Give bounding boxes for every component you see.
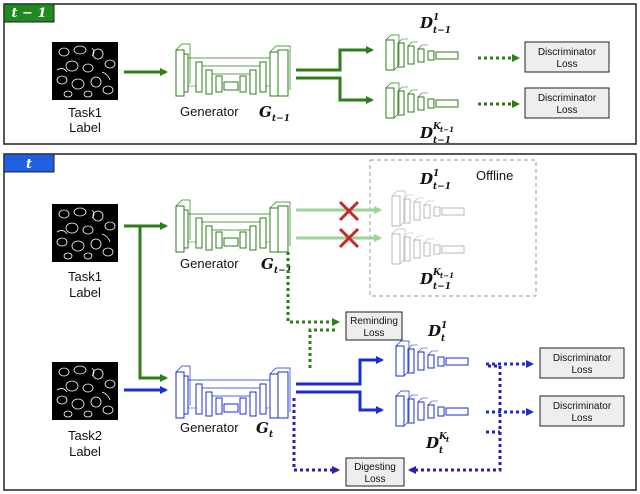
offline-disc1-sup: 1 (433, 169, 439, 179)
top-disc-loss-1-text2: Loss (556, 59, 577, 70)
top-generator (175, 43, 291, 97)
bottom-disc-loss-1-box (539, 347, 625, 379)
offline-discK-sup: K (432, 268, 442, 278)
top-disc-loss-2-text: Discriminator (538, 93, 597, 104)
top-panel-tag (3, 3, 55, 23)
top-discK-symbol: D (419, 124, 433, 142)
new-gen-to-discK-arrow (296, 390, 384, 414)
top-disc-loss-1-box (524, 41, 610, 73)
offline-label: Offline (476, 168, 513, 183)
bottom-old-generator (175, 199, 291, 253)
bottom-new-generator-symbol: G (256, 419, 269, 437)
bottom-panel-tag (3, 153, 55, 173)
offline-discK-symbol: D (419, 270, 433, 288)
top-discK-sup-sub: t−1 (440, 125, 454, 134)
offline-discK-sup-sub: t−1 (440, 271, 454, 280)
task1-label-text: Task1 (68, 105, 102, 120)
top-disc1-sub: t−1 (433, 26, 451, 36)
new-gen-to-digesting-arrow (292, 398, 340, 474)
top-disc-loss-2-text2: Loss (556, 105, 577, 116)
offline-disc1-sub: t−1 (433, 182, 451, 192)
disabled-cross-icon-1 (338, 200, 360, 222)
bottom-panel-tag-text: t (26, 157, 32, 172)
top-disc-loss-1-text: Discriminator (538, 47, 597, 58)
top-discK-sub: t−1 (433, 136, 451, 146)
reminding-loss-text: Reminding (350, 316, 398, 327)
top-panel-frame (3, 3, 637, 145)
task1-label-image (51, 41, 119, 101)
offline-discriminator-K (391, 228, 465, 265)
bottom-old-generator-symbol: G (261, 255, 274, 273)
bottom-old-generator-sub: t−1 (274, 266, 292, 276)
bottom-disc-loss-2-box (539, 395, 625, 427)
reminding-loss-text2: Loss (363, 328, 384, 339)
top-discriminator-1 (385, 34, 459, 71)
top-panel-tag-text: t − 1 (12, 6, 47, 21)
bottom-task2-label-text: Task2 (68, 428, 102, 443)
new-disc1-symbol: D (427, 322, 441, 340)
bottom-old-generator-label: Generator (180, 256, 239, 271)
digesting-loss-box (345, 457, 405, 487)
digesting-loss-text: Digesting (354, 462, 396, 473)
offline-region (369, 159, 537, 297)
top-to-disc1-arrow (296, 46, 374, 72)
new-gen-to-disc1-arrow (296, 356, 384, 386)
top-disc-loss-2-box (524, 87, 610, 119)
new-discK-sup: K (438, 432, 448, 442)
bottom-disc-loss-2-text: Discriminator (553, 401, 612, 412)
bottom-task2-label-image (51, 361, 119, 421)
bottom-task1-label-text: Task1 (68, 269, 102, 284)
top-to-discK-arrow (296, 76, 374, 104)
bottom-task1-label-text2: Label (69, 285, 101, 300)
new-discriminator-K (395, 390, 469, 427)
digesting-loss-text2: Loss (364, 474, 385, 485)
new-disc1-sup: 1 (441, 321, 447, 331)
top-generator-sub: t−1 (272, 114, 290, 124)
reminding-loss-box (345, 311, 403, 341)
bottom-panel-frame (3, 153, 637, 491)
top-disc1-symbol: D (419, 14, 433, 32)
bottom-disc-loss-1-text2: Loss (571, 365, 592, 376)
old-gen-to-reminding-arrow (286, 252, 340, 326)
bottom-task2-label-text2: Label (69, 444, 101, 459)
new-discK-symbol: D (425, 434, 439, 452)
offline-disc1-symbol: D (419, 170, 433, 188)
new-discK-sub: t (439, 446, 444, 456)
bottom-disc-loss-1-text: Discriminator (553, 353, 612, 364)
bottom-task1-to-new-gen-arrow (138, 226, 168, 382)
offline-discriminator-1 (391, 190, 465, 227)
top-discriminator-K (385, 82, 459, 119)
new-discK-sup-sub: t (446, 435, 450, 444)
offline-discK-sub: t−1 (433, 282, 451, 292)
task1-label-text2: Label (69, 120, 101, 135)
top-discK-sup: K (432, 122, 442, 132)
new-discriminator-1 (395, 340, 469, 377)
bottom-new-generator (175, 365, 291, 419)
discs-to-digesting-arrow (408, 364, 502, 474)
disabled-cross-icon-K (338, 227, 360, 249)
bottom-new-generator-label: Generator (180, 420, 239, 435)
top-generator-label: Generator (180, 104, 239, 119)
new-disc1-sub: t (441, 334, 446, 344)
bottom-task1-label-image (51, 203, 119, 263)
top-generator-symbol: G (259, 103, 272, 121)
bottom-new-generator-sub: t (269, 430, 274, 440)
new-gen-to-reminding-arrow (308, 328, 338, 368)
bottom-disc-loss-2-text2: Loss (571, 413, 592, 424)
top-disc1-sup: 1 (433, 13, 439, 23)
